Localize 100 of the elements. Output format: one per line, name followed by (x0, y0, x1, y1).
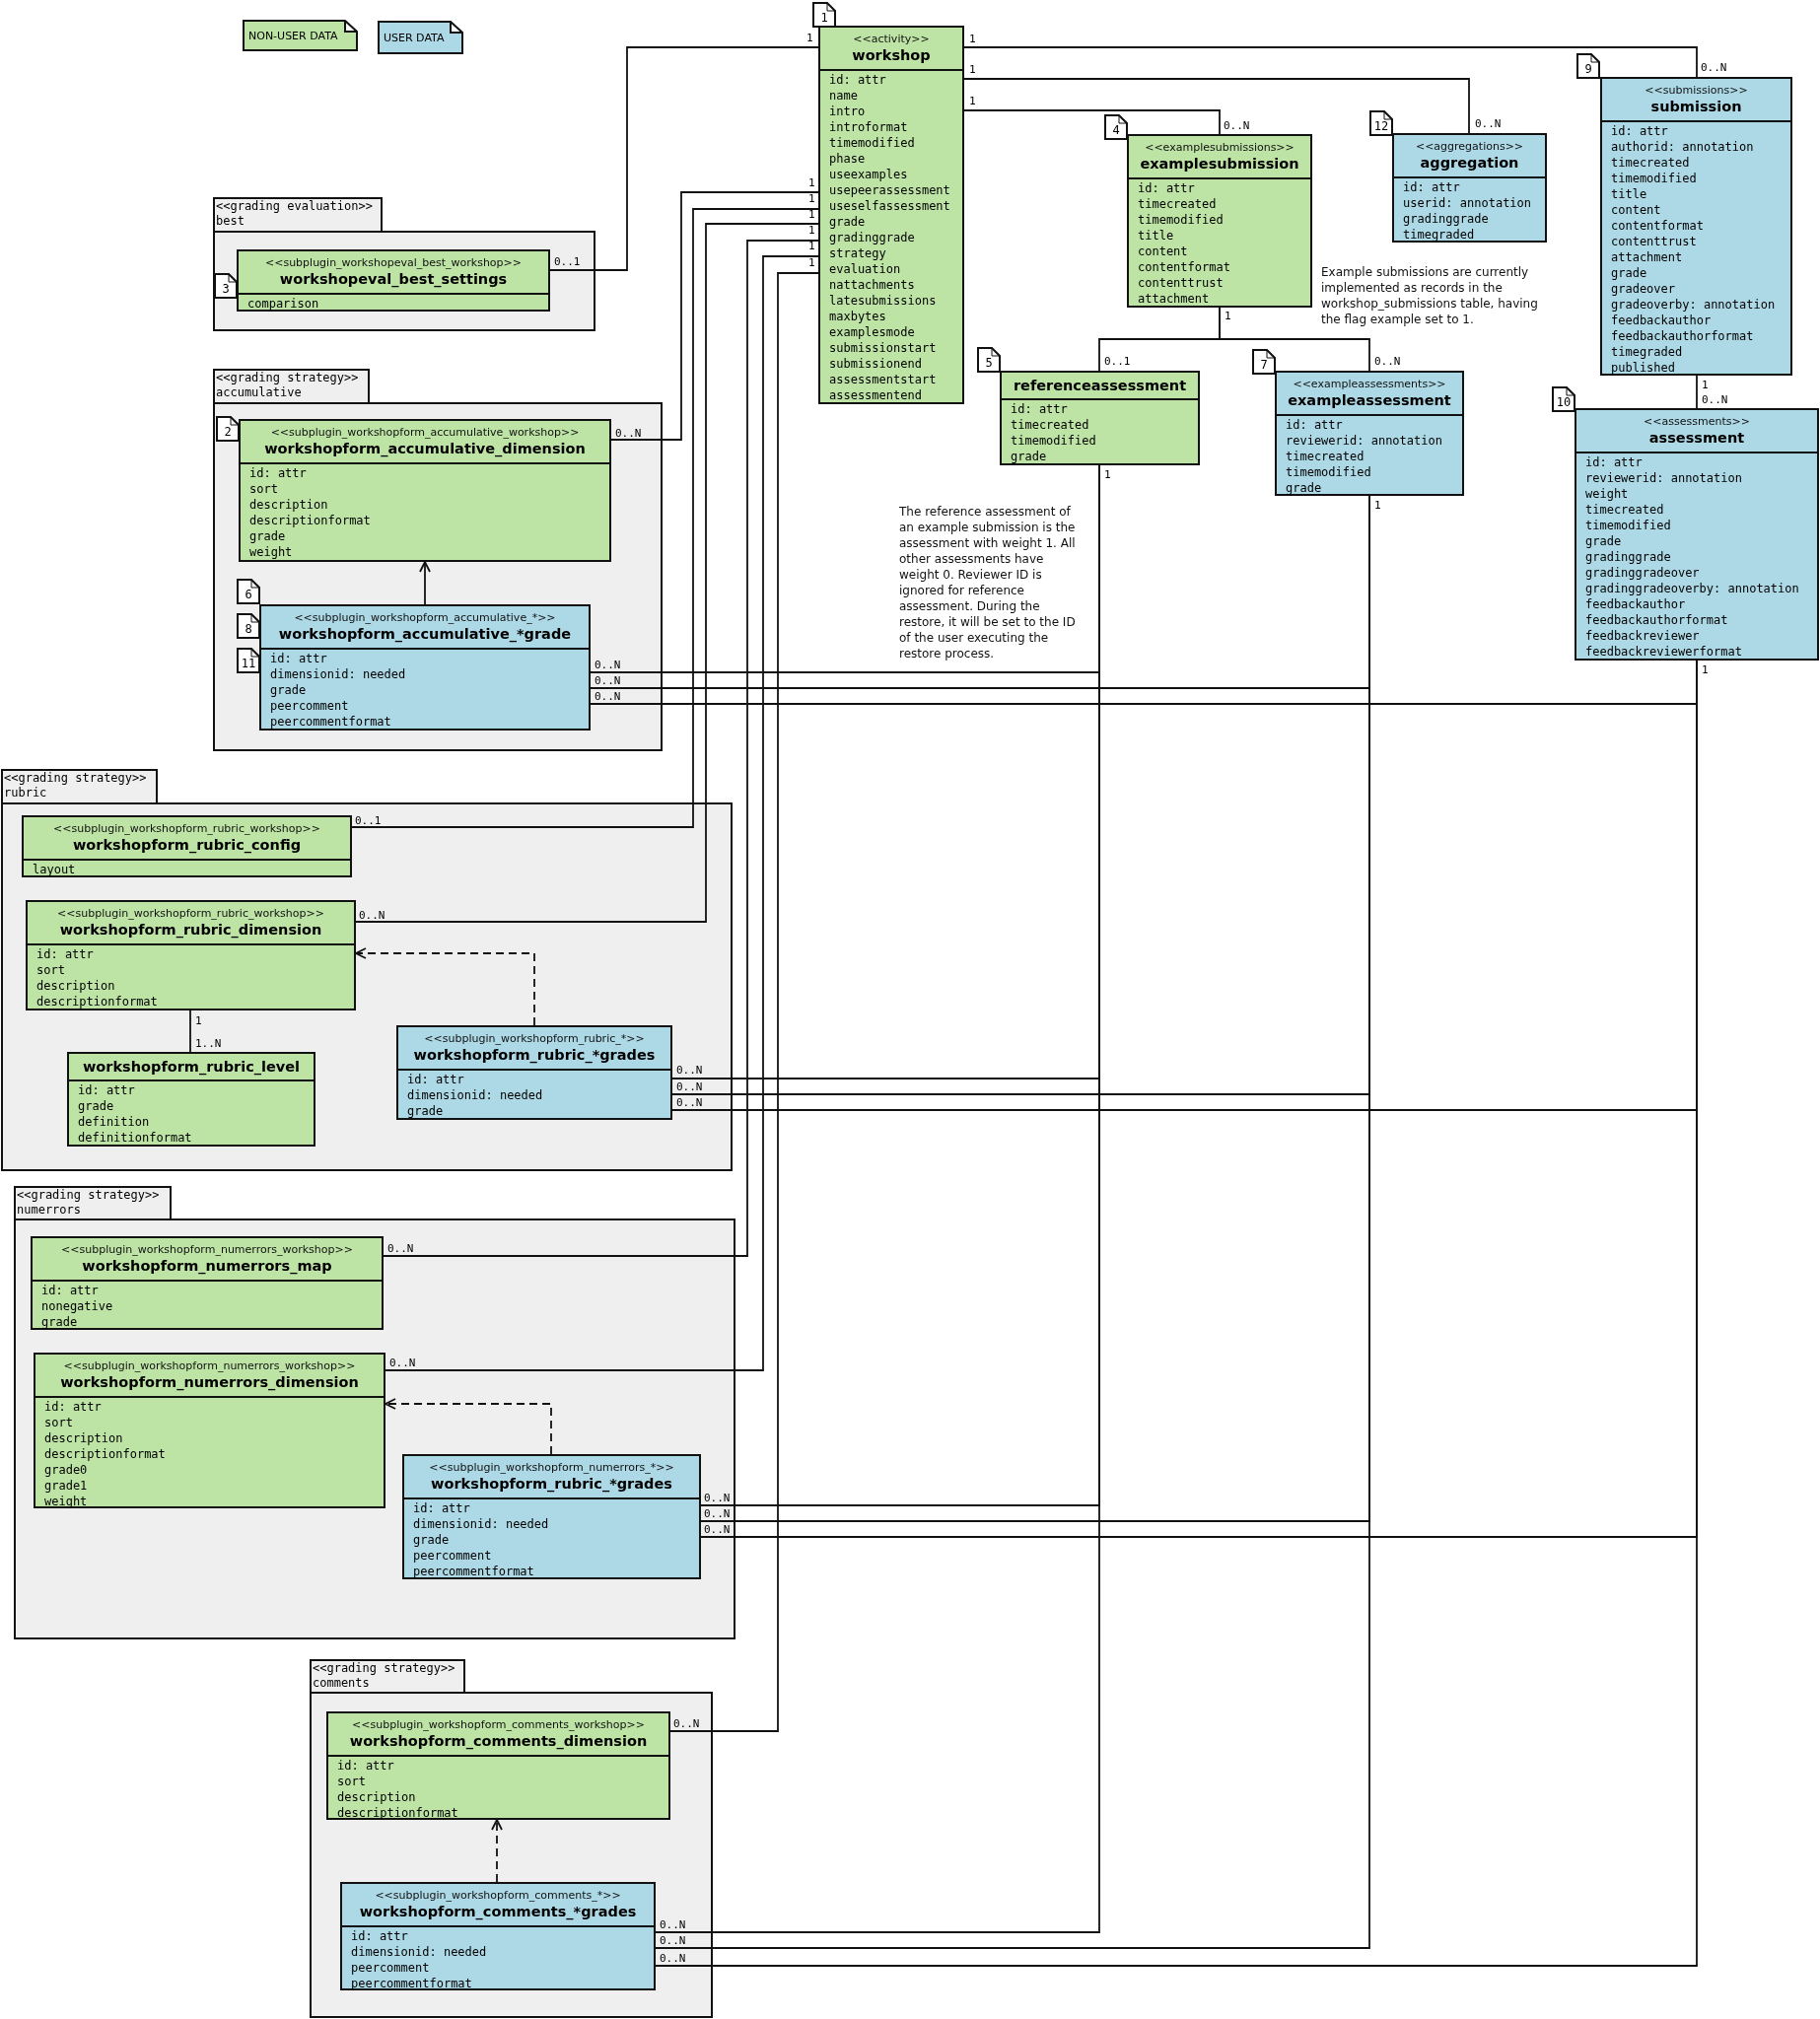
stereotype-label: <<subplugin_workshopeval_best_workshop>> (265, 256, 522, 270)
attribute-label: feedbackreviewer (1584, 628, 1700, 644)
attribute-label: gradinggrade (1402, 211, 1489, 227)
note-number-tag: 12 (1369, 110, 1393, 136)
class-name: assessment (1648, 429, 1745, 447)
multiplicity-label: 1 (1104, 468, 1111, 481)
class-name: aggregation (1420, 154, 1519, 172)
attribute-label: grade1 (43, 1478, 88, 1494)
multiplicity-label: 0..N (676, 1080, 703, 1093)
attribute-label: grade0 (43, 1462, 88, 1478)
attribute-label: content (1610, 202, 1661, 218)
attribute-label: name (828, 88, 858, 104)
multiplicity-label: 1 (1225, 310, 1231, 322)
stereotype-label: <<subplugin_workshopform_numerrors_workshop>> (63, 1359, 356, 1373)
attribute-label: sort (248, 481, 278, 497)
arrow (355, 947, 535, 1026)
attribute-label: feedbackreviewerformat (1584, 644, 1742, 660)
attribute-label: id: attr (1584, 454, 1643, 470)
attribute-label: id: attr (269, 651, 327, 666)
attribute-label: sort (336, 1774, 366, 1789)
attribute-label: latesubmissions (828, 293, 937, 309)
stereotype-label: <<subplugin_workshopform_comments_*>> (375, 1889, 621, 1903)
legend-label: NON-USER DATA (248, 30, 338, 42)
note-number-tag: 6 (237, 579, 260, 604)
attribute-label: timegraded (1610, 344, 1683, 360)
attribute-label: grade (412, 1532, 450, 1548)
attribute-label: assessmentend (828, 387, 922, 403)
stereotype-label: <<subplugin_workshopform_numerrors_workshop>> (61, 1243, 353, 1257)
attribute-label: gradinggradeover (1584, 565, 1700, 581)
package-stereotype: <<grading strategy>> (216, 371, 359, 385)
multiplicity-label: 1 (808, 256, 815, 269)
attribute-label: useexamples (828, 167, 908, 182)
attribute-label: description (35, 978, 115, 994)
class-name: workshopform_numerrors_map (82, 1257, 332, 1275)
association-line (1696, 375, 1698, 409)
stereotype-label: <<subplugin_workshopform_accumulative_workshop>> (270, 426, 580, 440)
association-line (1219, 307, 1370, 372)
class-name: workshopform_comments_dimension (349, 1732, 648, 1750)
attribute-label: id: attr (35, 946, 94, 962)
attribute-label: sort (35, 962, 65, 978)
attribute-label: gradeover (1610, 281, 1676, 297)
multiplicity-label: 1..N (195, 1037, 222, 1050)
attribute-label: descriptionformat (248, 513, 371, 528)
attribute-label: userid: annotation (1402, 195, 1532, 211)
class-name: workshopform_rubric_level (82, 1058, 301, 1076)
package-frame (310, 1659, 713, 2018)
attribute-label: timecreated (1610, 155, 1690, 171)
stereotype-label: <<assessments>> (1644, 415, 1750, 429)
attribute-label: timemodified (1137, 212, 1224, 228)
stereotype-label: <<examplesubmissions>> (1145, 141, 1295, 155)
attribute-label: gradinggrade (828, 230, 915, 245)
attribute-label: weight (43, 1494, 88, 1509)
note-number-tag: 11 (237, 648, 260, 673)
class-name: workshopform_numerrors_dimension (60, 1373, 359, 1391)
attribute-label: peercommentformat (269, 714, 391, 730)
attribute-label: gradinggrade (1584, 549, 1671, 565)
attribute-label: usepeerassessment (828, 182, 950, 198)
multiplicity-label: 0..N (595, 674, 621, 687)
note-number-tag: 2 (216, 416, 240, 442)
class-name: workshopform_rubric_*grades (413, 1046, 656, 1064)
multiplicity-label: 1 (806, 32, 813, 44)
attribute-label: contentformat (1137, 259, 1230, 275)
attribute-label: grade (77, 1098, 114, 1114)
attribute-label: description (43, 1430, 123, 1446)
class-box (402, 1454, 701, 1579)
attribute-label: descriptionformat (43, 1446, 166, 1462)
attribute-label: submissionstart (828, 340, 937, 356)
stereotype-label: <<exampleassessments>> (1293, 378, 1446, 391)
note-number-tag: 5 (977, 347, 1001, 373)
attribute-label: reviewerid: annotation (1285, 433, 1442, 449)
class-box (396, 1025, 672, 1120)
attribute-label: weight (1584, 486, 1629, 502)
attribute-label: id: attr (1610, 123, 1668, 139)
attribute-label: gradinggradeoverby: annotation (1584, 581, 1799, 596)
class-name: workshop (852, 46, 931, 64)
package-frame (14, 1186, 735, 1639)
attribute-label: timecreated (1584, 502, 1664, 518)
note-text: The reference assessment of an example submission is the assessment with weight 1. All other assessments have weight 0. Reviewer ID is ignored for reference assessment. During the restore, it will be set to the ID of the user executing the restore process. (899, 504, 1077, 661)
attribute-label: peercomment (269, 698, 349, 714)
package-name: comments (313, 1676, 370, 1691)
multiplicity-label: 0..N (704, 1492, 731, 1504)
association-line (963, 109, 1221, 135)
package-stereotype: <<grading strategy>> (4, 771, 147, 786)
attribute-label: description (336, 1789, 416, 1805)
multiplicity-label: 0..N (1702, 393, 1728, 406)
association-line (963, 78, 1470, 134)
attribute-label: layout (32, 862, 76, 877)
multiplicity-label: 1 (808, 176, 815, 189)
note-number-tag: 8 (237, 613, 260, 639)
package-frame (213, 197, 595, 331)
attribute-label: id: attr (1137, 180, 1195, 196)
attribute-label: gradeoverby: annotation (1610, 297, 1776, 313)
class-name: workshopeval_best_settings (279, 270, 508, 288)
multiplicity-label: 0..N (615, 427, 642, 440)
class-box (31, 1236, 384, 1330)
attribute-label: peercomment (350, 1960, 430, 1976)
attribute-label: timecreated (1137, 196, 1217, 212)
class-name: workshopform_rubric_*grades (431, 1475, 672, 1493)
attribute-label: contentformat (1610, 218, 1704, 234)
attribute-label: id: attr (1285, 417, 1343, 433)
